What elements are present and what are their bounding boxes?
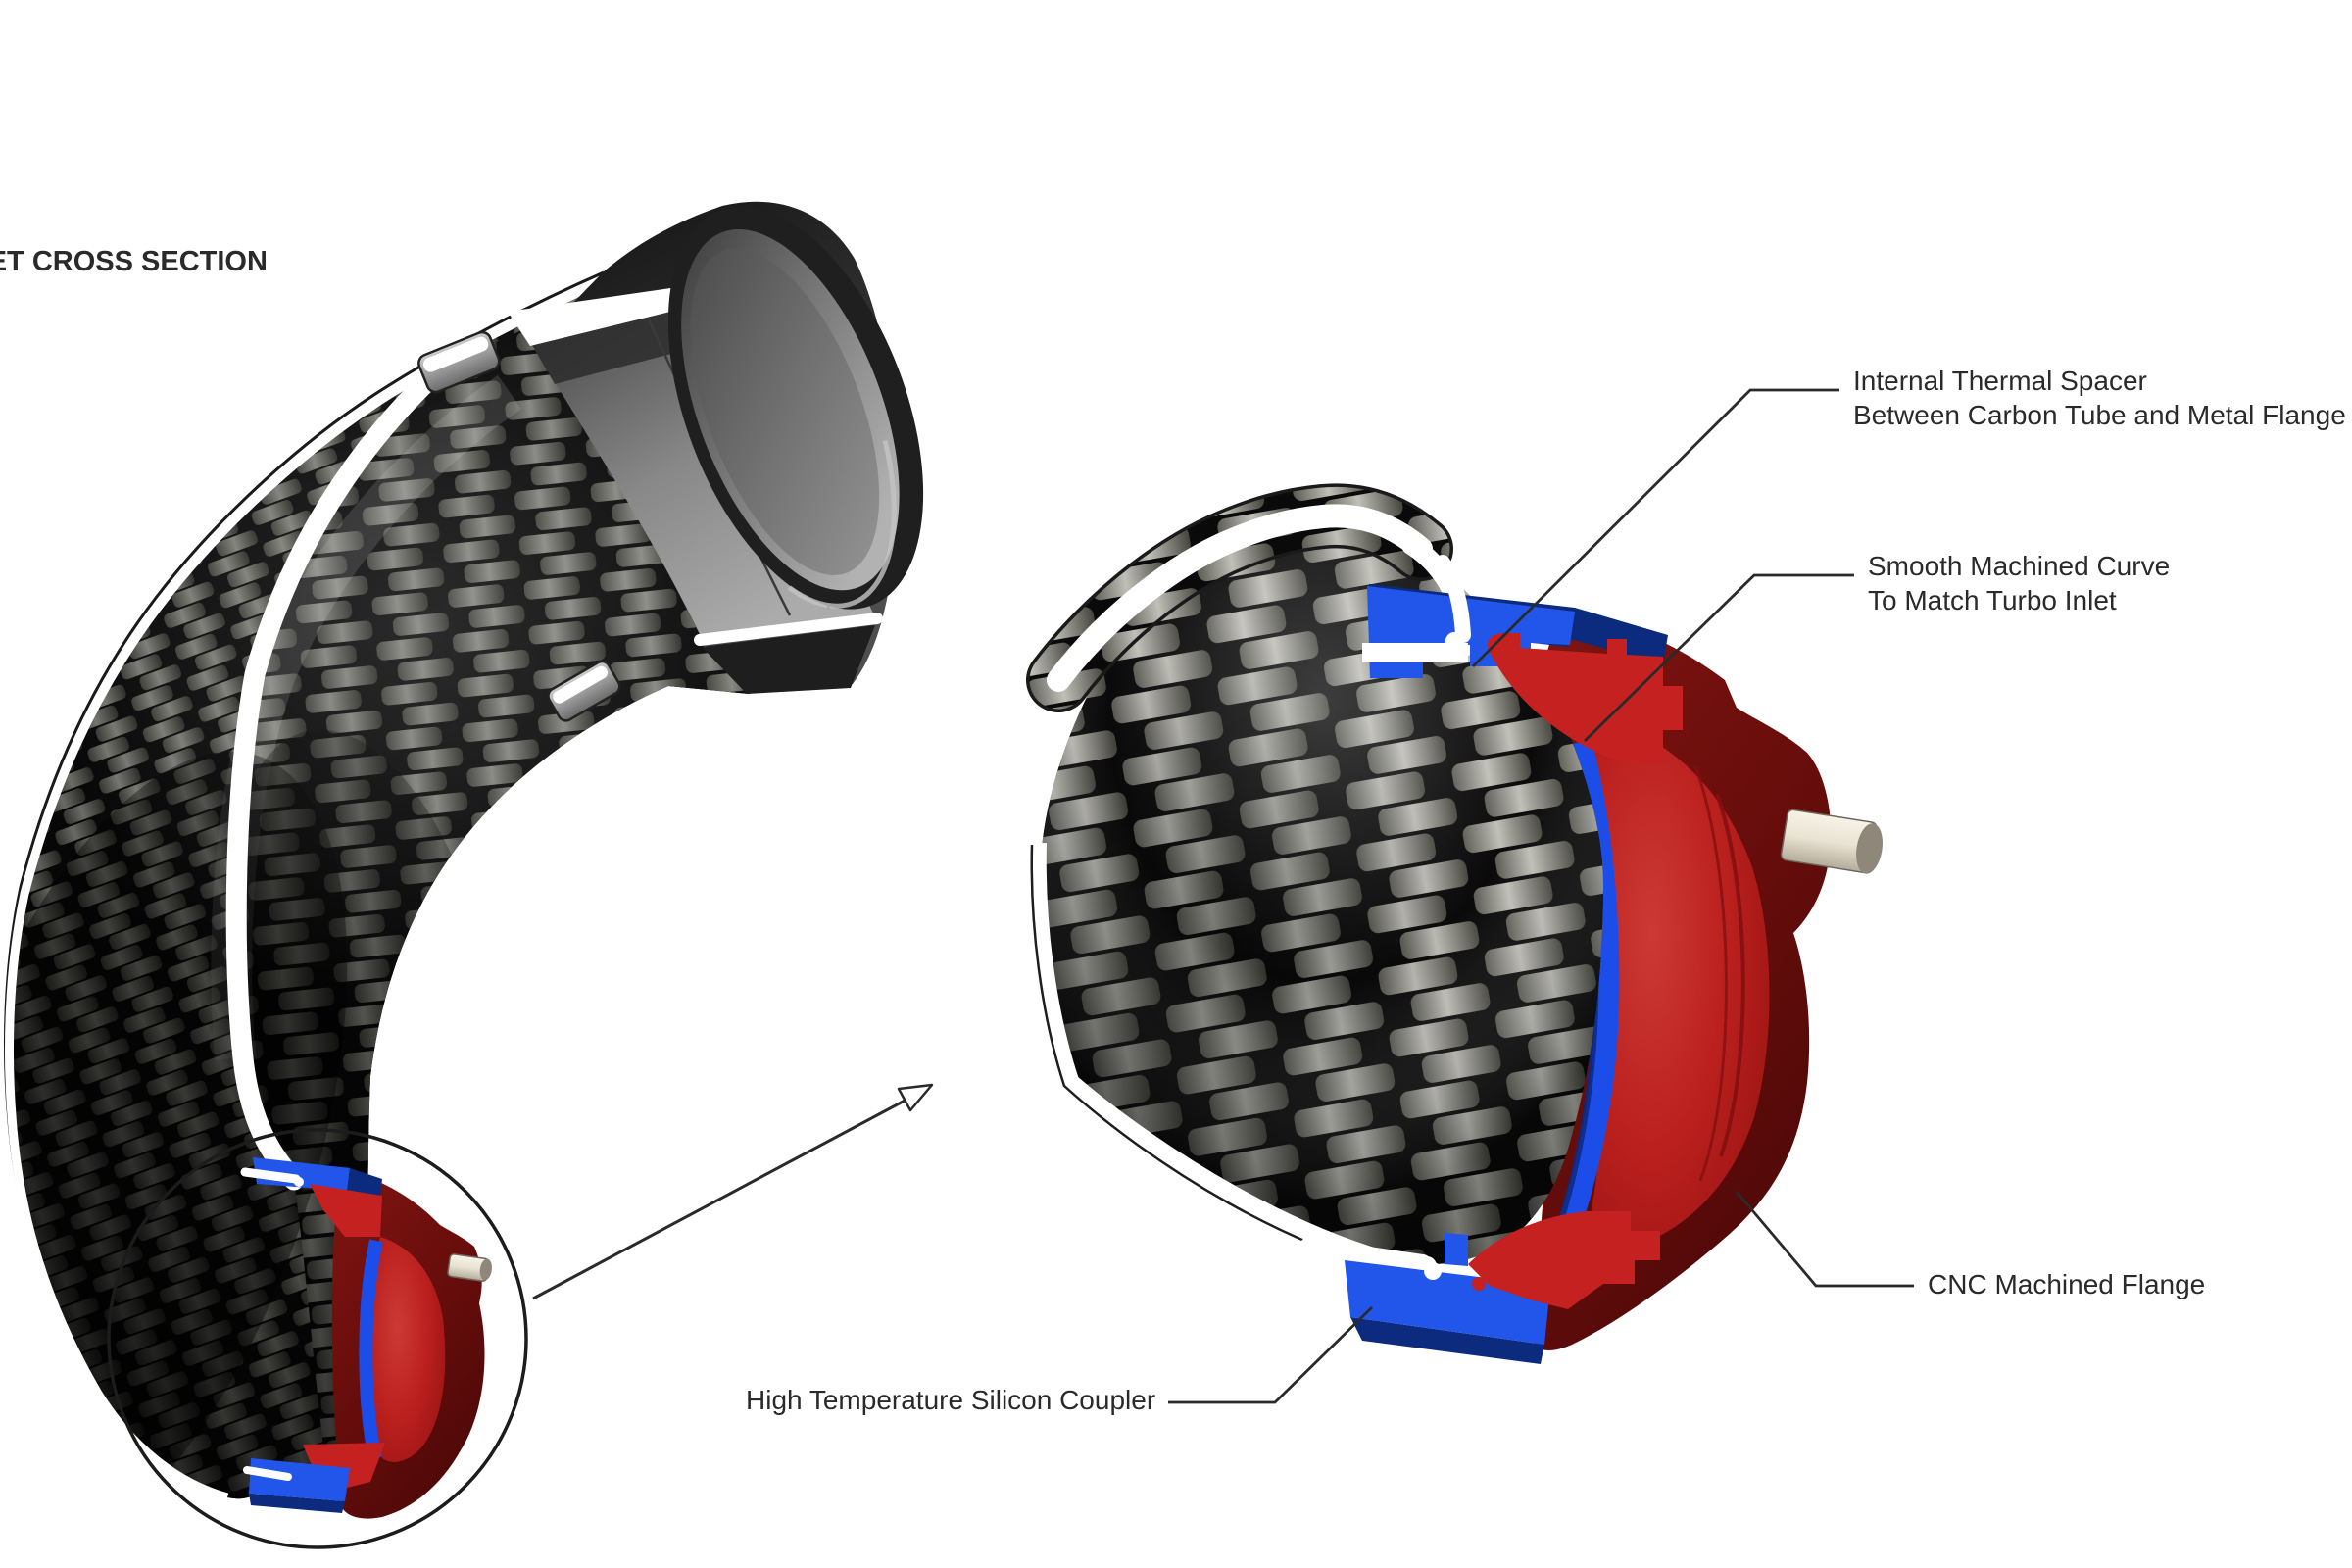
svg-text:High Temperature Silicon Coupl: High Temperature Silicon Coupler bbox=[746, 1385, 1155, 1415]
svg-text:CNC Machined Flange: CNC Machined Flange bbox=[1928, 1269, 2205, 1299]
svg-text:Between Carbon Tube and Metal: Between Carbon Tube and Metal Flange bbox=[1853, 400, 2346, 430]
svg-text:To Match Turbo Inlet: To Match Turbo Inlet bbox=[1868, 585, 2117, 615]
svg-text:INLET CROSS SECTION: INLET CROSS SECTION bbox=[0, 246, 268, 277]
svg-text:Internal Thermal Spacer: Internal Thermal Spacer bbox=[1853, 366, 2147, 396]
svg-text:Smooth Machined Curve: Smooth Machined Curve bbox=[1868, 551, 2170, 581]
